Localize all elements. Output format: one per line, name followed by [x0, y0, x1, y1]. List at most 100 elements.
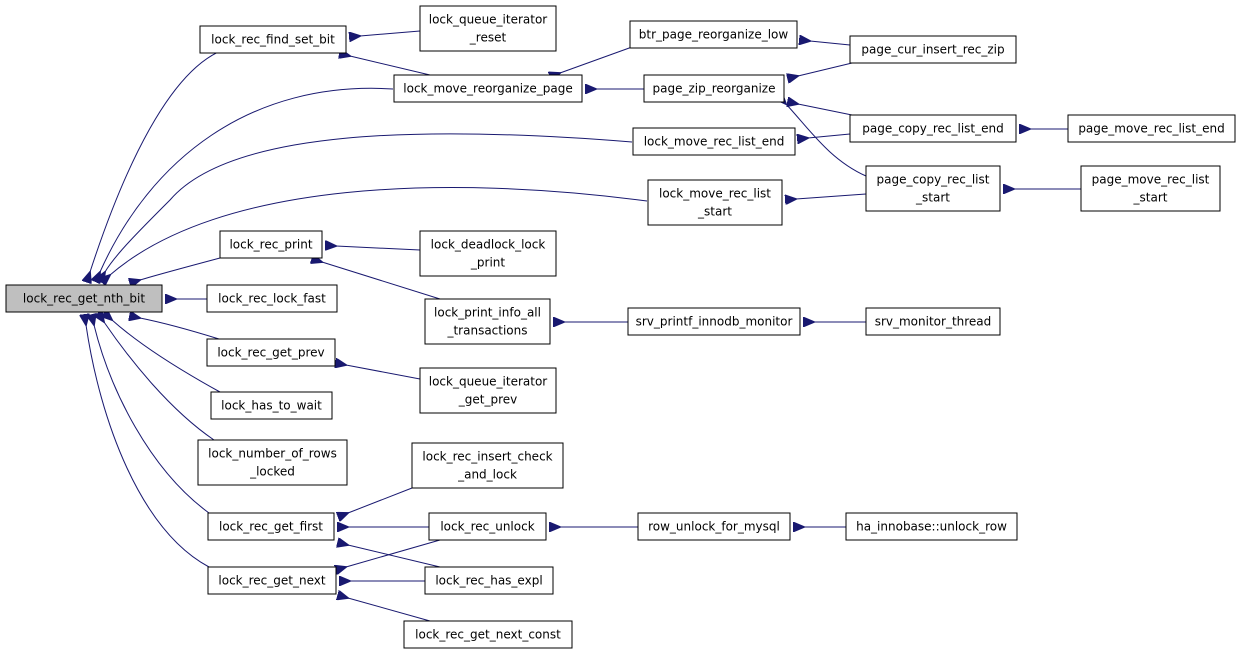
node-box — [206, 338, 336, 367]
node-label: lock_move_rec_list_end — [644, 135, 785, 149]
node-copy-list-end[interactable]: page_copy_rec_list_end — [849, 114, 1017, 143]
edge-num_rows-to-root — [104, 322, 215, 441]
node-label: lock_number_of_rows — [208, 447, 337, 461]
node-num-rows[interactable]: lock_number_of_rows_locked — [197, 439, 348, 486]
node-box — [419, 230, 557, 277]
edge-copy_list_end-to-zip_reorg — [798, 104, 853, 116]
node-box — [845, 512, 1018, 541]
edge-insert_check-to-get_first — [348, 487, 413, 513]
node-insert-check[interactable]: lock_rec_insert_check _and_lock — [411, 442, 564, 489]
node-box — [419, 367, 557, 414]
node-box — [1080, 165, 1221, 212]
node-ha-unlock[interactable]: ha_innobase::unlock_row — [845, 512, 1018, 541]
node-move-list-end[interactable]: lock_move_rec_list_end — [632, 127, 796, 156]
node-label: lock_rec_get_next_const — [415, 628, 561, 642]
node-label: page_copy_rec_list — [877, 173, 990, 187]
node-label: _and_lock — [457, 468, 517, 482]
node-find-set-bit[interactable]: lock_rec_find_set_bit — [199, 25, 347, 54]
node-move-reorg[interactable]: lock_move_reorganize_page — [393, 74, 583, 103]
node-pg-move-list-start[interactable]: page_move_rec_list_start — [1080, 165, 1221, 212]
node-label: lock_rec_get_first — [219, 520, 323, 534]
node-box — [419, 5, 557, 52]
node-rec-print[interactable]: lock_rec_print — [219, 230, 323, 259]
node-label: lock_has_to_wait — [221, 399, 322, 413]
edge-qi_reset-to-find_set_bit — [360, 30, 421, 36]
edge-get_next_const-to-get_next — [348, 598, 431, 622]
node-row-unlock[interactable]: row_unlock_for_mysql — [637, 512, 791, 541]
node-label: lock_deadlock_lock — [431, 238, 546, 252]
node-label: _start — [697, 205, 732, 219]
node-label: page_copy_rec_list_end — [862, 122, 1004, 136]
node-label: lock_rec_get_next — [218, 574, 325, 588]
edge-get_prev-to-root — [140, 318, 220, 340]
node-box — [629, 20, 798, 49]
node-root[interactable]: lock_rec_get_nth_bit — [5, 284, 163, 313]
node-box — [637, 512, 791, 541]
node-box — [219, 230, 323, 259]
node-box — [647, 179, 783, 226]
node-label: lock_rec_get_prev — [217, 346, 324, 360]
node-label: lock_rec_lock_fast — [218, 292, 326, 306]
node-label: btr_page_reorganize_low — [639, 28, 789, 42]
node-box — [199, 25, 347, 54]
node-srv-monitor[interactable]: srv_monitor_thread — [865, 307, 1001, 336]
node-box — [428, 512, 547, 541]
node-copy-list-start[interactable]: page_copy_rec_list_start — [865, 165, 1001, 212]
node-box — [865, 165, 1001, 212]
node-box — [632, 127, 796, 156]
node-qi-get-prev[interactable]: lock_queue_iterator_get_prev — [419, 367, 557, 414]
node-srv-printf[interactable]: srv_printf_innodb_monitor — [627, 307, 801, 336]
node-has-expl[interactable]: lock_rec_has_expl — [424, 566, 554, 595]
node-label: page_cur_insert_rec_zip — [861, 43, 1004, 57]
edge-copy_list_start-to-move_list_start — [796, 193, 867, 199]
edge-copy_list_start-to-zip_reorg — [786, 104, 867, 177]
edge-has_expl-to-get_first — [348, 545, 441, 568]
node-box — [1067, 114, 1236, 143]
node-qi-reset[interactable]: lock_queue_iterator_reset — [419, 5, 557, 52]
node-get-next[interactable]: lock_rec_get_next — [207, 566, 337, 595]
edge-rec_print-to-root — [140, 257, 221, 280]
node-box — [424, 566, 554, 595]
node-box — [5, 284, 163, 313]
edge-get_first-to-root — [94, 325, 210, 514]
edge-get_next-to-root — [86, 325, 210, 568]
node-get-first[interactable]: lock_rec_get_first — [207, 512, 335, 541]
node-label: page_move_rec_list — [1092, 173, 1210, 187]
node-box — [849, 114, 1017, 143]
node-label: row_unlock_for_mysql — [648, 520, 780, 534]
node-btr-reorg-low[interactable]: btr_page_reorganize_low — [629, 20, 798, 49]
node-get-prev[interactable]: lock_rec_get_prev — [206, 338, 336, 367]
node-box — [206, 284, 338, 313]
edge-has_to_wait-to-root — [112, 320, 221, 393]
nodes: lock_rec_get_nth_bit lock_rec_find_set_bi… — [5, 5, 1236, 649]
node-box — [403, 620, 573, 649]
node-label: _transactions — [446, 324, 527, 338]
node-lock-fast[interactable]: lock_rec_lock_fast — [206, 284, 338, 313]
node-label: lock_queue_iterator — [429, 13, 548, 27]
node-get-next-const[interactable]: lock_rec_get_next_const — [403, 620, 573, 649]
node-label: srv_monitor_thread — [875, 315, 992, 329]
node-label: lock_move_rec_list — [659, 187, 771, 201]
edge-copy_list_end-to-move_list_end — [808, 134, 851, 138]
edge-cur_insert_zip-to-zip_reorg — [798, 62, 853, 76]
edge-move_reorg-to-root — [100, 87, 394, 272]
node-rec-unlock[interactable]: lock_rec_unlock — [428, 512, 547, 541]
node-label: srv_printf_innodb_monitor — [636, 315, 793, 329]
node-print-info[interactable]: lock_print_info_all _transactions — [424, 298, 551, 345]
edge-move_reorg-to-find_set_bit — [350, 56, 431, 76]
node-zip-reorg[interactable]: page_zip_reorganize — [643, 74, 785, 103]
node-label: lock_print_info_all — [434, 306, 541, 320]
node-box — [849, 35, 1017, 64]
node-label: lock_rec_insert_check — [422, 450, 552, 464]
node-has-to-wait[interactable]: lock_has_to_wait — [210, 391, 333, 420]
node-label: ha_innobase::unlock_row — [856, 520, 1007, 534]
node-cur-insert-zip[interactable]: page_cur_insert_rec_zip — [849, 35, 1017, 64]
edge-find_set_bit-to-root — [90, 46, 234, 272]
node-label: page_move_rec_list_end — [1078, 122, 1224, 136]
node-box — [207, 512, 335, 541]
node-move-list-start[interactable]: lock_move_rec_list _start — [647, 179, 783, 226]
edge-move_list_end-to-root — [105, 133, 633, 272]
node-pg-move-list-end[interactable]: page_move_rec_list_end — [1067, 114, 1236, 143]
node-deadlock-print[interactable]: lock_deadlock_lock _print — [419, 230, 557, 277]
node-label: _print — [470, 256, 505, 270]
